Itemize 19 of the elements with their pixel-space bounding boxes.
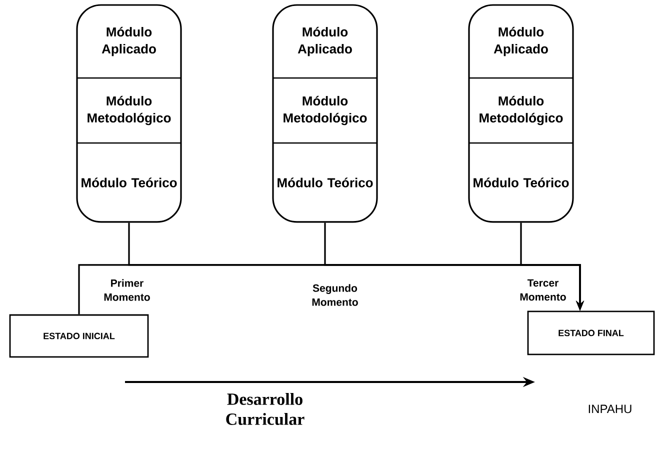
module-column (272, 4, 378, 223)
module-section: Módulo Metodológico (88, 96, 171, 126)
module-section: Módulo Metodológico (480, 96, 563, 126)
state-box: ESTADO INICIAL (9, 314, 149, 358)
module-section: Módulo Aplicado (494, 26, 548, 56)
moment-label: Segundo Momento (312, 284, 358, 306)
module-section: Módulo Aplicado (298, 26, 352, 56)
label: INPAHU (588, 404, 632, 414)
module-section: Módulo Teórico (82, 178, 177, 188)
state-box: ESTADO FINAL (527, 310, 655, 356)
module-section: Módulo Metodológico (284, 96, 367, 126)
module-section: Módulo Teórico (278, 178, 373, 188)
moment-label: Tercer Momento (520, 279, 566, 301)
axis-label: Desarrollo Curricular (226, 392, 304, 425)
module-column (468, 4, 574, 223)
module-column (76, 4, 182, 223)
module-section: Módulo Teórico (474, 178, 569, 188)
moment-label: Primer Momento (104, 279, 150, 301)
module-section: Módulo Aplicado (102, 26, 156, 56)
